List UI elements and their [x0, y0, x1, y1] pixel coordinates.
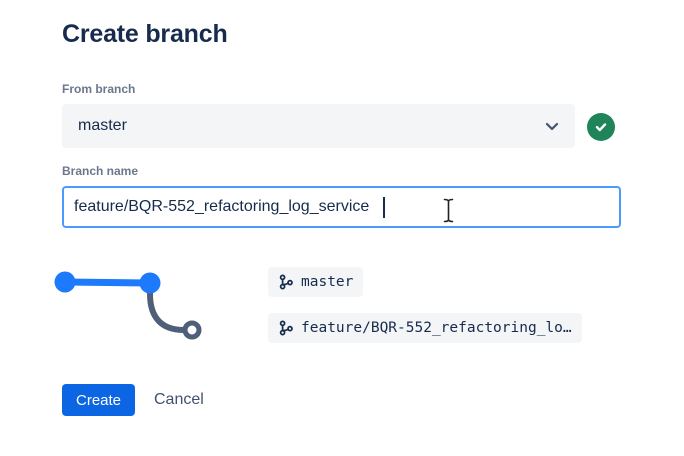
new-branch-lozenge: feature/BQR-552_refactoring_lo… [268, 313, 582, 343]
source-branch-name: master [301, 274, 354, 290]
source-commit-dot [54, 271, 76, 293]
check-circle-icon [587, 113, 615, 141]
branch-point-dot [139, 272, 161, 294]
cancel-button[interactable]: Cancel [154, 384, 204, 416]
new-branch-ring [182, 320, 202, 340]
from-branch-label: From branch [62, 82, 136, 96]
create-button[interactable]: Create [62, 384, 136, 416]
chevron-down-icon [543, 117, 561, 135]
source-branch-lozenge: master [268, 267, 364, 297]
new-branch-name: feature/BQR-552_refactoring_lo… [301, 320, 572, 336]
branch-graph-illustration [54, 271, 202, 340]
text-caret [383, 197, 385, 218]
from-branch-selected-value: master [78, 117, 127, 134]
branch-name-input[interactable] [62, 186, 621, 228]
from-branch-select[interactable]: master [62, 104, 575, 148]
page-title: Create branch [62, 20, 228, 48]
git-branch-icon [278, 274, 294, 290]
branch-name-label: Branch name [62, 164, 139, 178]
git-branch-icon [278, 320, 294, 336]
